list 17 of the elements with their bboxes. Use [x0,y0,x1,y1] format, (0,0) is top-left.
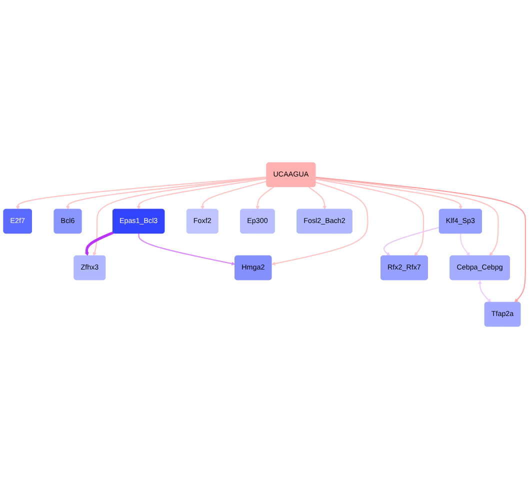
arrow [316,177,499,256]
arrow [383,226,440,256]
arrow [478,280,492,303]
arrow [92,177,267,256]
arrow [138,234,236,266]
arrow [16,176,267,210]
arrow [84,231,114,256]
arrow [136,178,267,210]
arrow [66,176,267,210]
arrow [316,178,424,256]
arrow [200,180,267,210]
arrow [460,234,470,256]
arrow [316,176,526,303]
arrow [308,186,327,210]
arrow [256,186,274,210]
arrow [316,178,463,210]
arrow [271,182,368,266]
